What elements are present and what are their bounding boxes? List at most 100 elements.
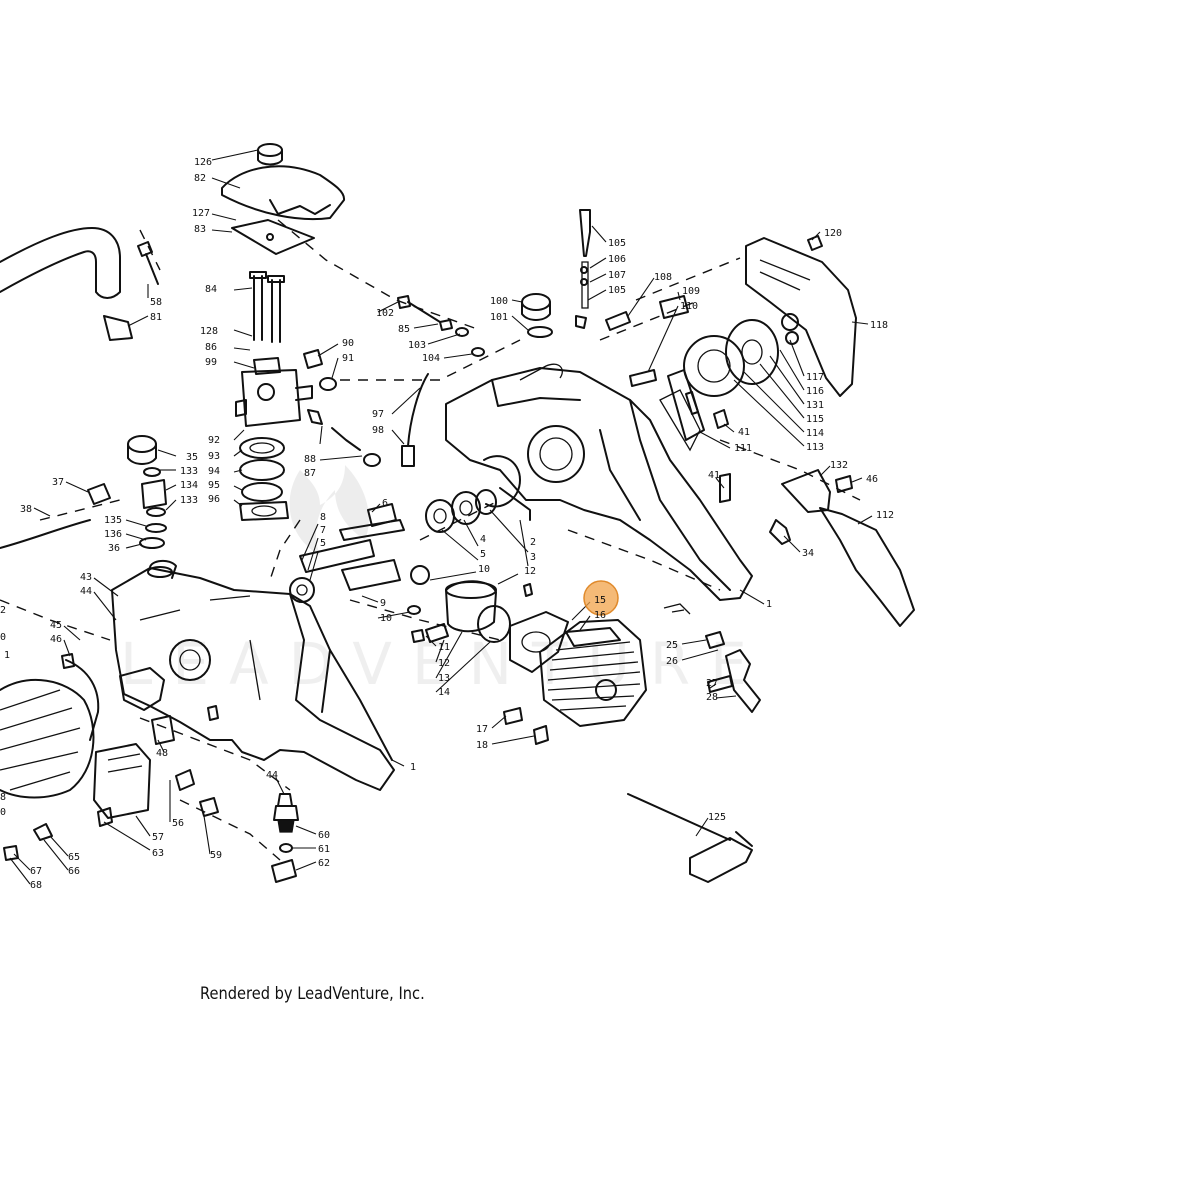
piston <box>407 580 511 643</box>
clutch-assembly <box>683 313 799 397</box>
callout-labels: 126 82 127 83 58 81 84 128 86 99 90 91 9… <box>0 157 894 891</box>
callout-15: 15 <box>594 595 606 606</box>
callout-114: 114 <box>806 428 824 439</box>
callout-48: 48 <box>156 748 168 759</box>
callout-46a: 46 <box>866 474 878 485</box>
guide-bar-parts <box>769 469 915 627</box>
callout-10b: 10 <box>380 613 392 624</box>
callout-0a: 0 <box>0 632 6 643</box>
callout-7: 7 <box>320 525 326 536</box>
callout-16: 16 <box>594 610 606 621</box>
callout-2: 2 <box>530 537 536 548</box>
callout-58: 58 <box>150 297 162 308</box>
chain-brake <box>667 369 705 441</box>
callout-8b: 8 <box>0 792 6 803</box>
callout-60: 60 <box>318 830 330 841</box>
cylinder-gasket <box>509 611 569 673</box>
callout-62: 62 <box>318 858 330 869</box>
callout-59: 59 <box>210 850 222 861</box>
callout-0b: 0 <box>0 807 6 818</box>
callout-27: 27 <box>706 678 718 689</box>
callout-11: 11 <box>438 642 450 653</box>
callout-61: 61 <box>318 844 330 855</box>
callout-63: 63 <box>152 848 164 859</box>
callout-117: 117 <box>806 372 824 383</box>
callout-25: 25 <box>666 640 678 651</box>
callout-105a: 105 <box>608 238 626 249</box>
chain-tensioner-parts <box>0 483 111 549</box>
carburetor <box>235 357 313 427</box>
callout-66: 66 <box>68 866 80 877</box>
callout-57: 57 <box>152 832 164 843</box>
flame-logo-icon <box>289 465 369 555</box>
callout-101: 101 <box>490 312 508 323</box>
callout-18: 18 <box>476 740 488 751</box>
fasteners <box>3 235 853 861</box>
crankshaft <box>289 503 430 603</box>
callout-56: 56 <box>172 818 184 829</box>
credit-text: Rendered by LeadVenture, Inc. <box>200 984 425 1004</box>
callout-135: 135 <box>104 515 122 526</box>
callout-4: 4 <box>480 534 486 545</box>
callout-17: 17 <box>476 724 488 735</box>
callout-98: 98 <box>372 425 384 436</box>
callout-100: 100 <box>490 296 508 307</box>
spark-plug <box>271 793 299 883</box>
callout-132: 132 <box>830 460 848 471</box>
callout-93: 93 <box>208 451 220 462</box>
callout-5a: 5 <box>320 538 326 549</box>
trigger-parts <box>119 667 291 861</box>
callout-14: 14 <box>438 687 450 698</box>
callout-43: 43 <box>80 572 92 583</box>
callout-36: 36 <box>108 543 120 554</box>
scrench-tool <box>627 793 753 883</box>
callout-12a: 12 <box>524 566 536 577</box>
callout-65: 65 <box>68 852 80 863</box>
callout-127: 127 <box>192 208 210 219</box>
callout-38: 38 <box>20 504 32 515</box>
callout-44b: 44 <box>266 770 278 781</box>
assembly-centerlines <box>0 219 861 641</box>
main-bearings <box>425 455 531 533</box>
callout-81: 81 <box>150 312 162 323</box>
adjuster-screw <box>575 209 591 329</box>
callout-96: 96 <box>208 494 220 505</box>
callout-108: 108 <box>654 272 672 283</box>
callout-46b: 46 <box>50 634 62 645</box>
callout-102: 102 <box>376 308 394 319</box>
callout-105b: 105 <box>608 285 626 296</box>
callout-107: 107 <box>608 270 626 281</box>
fuel-cap <box>521 293 553 338</box>
crankcase-left <box>111 560 395 791</box>
callout-82: 82 <box>194 173 206 184</box>
cylinder <box>539 619 647 727</box>
callout-94: 94 <box>208 466 220 477</box>
callout-45: 45 <box>50 620 62 631</box>
callout-116: 116 <box>806 386 824 397</box>
callout-90: 90 <box>342 338 354 349</box>
callout-6: 6 <box>382 498 388 509</box>
callout-28: 28 <box>706 692 718 703</box>
callout-41a: 41 <box>738 427 750 438</box>
crankcase-right <box>445 363 753 601</box>
callout-68: 68 <box>30 880 42 891</box>
callout-136: 136 <box>104 529 122 540</box>
callout-112: 112 <box>876 510 894 521</box>
callout-84: 84 <box>205 284 217 295</box>
callout-95: 95 <box>208 480 220 491</box>
callout-125: 125 <box>708 812 726 823</box>
callout-1c: 1 <box>410 762 416 773</box>
selected-part-highlight[interactable] <box>583 580 619 616</box>
sprocket-cover <box>745 237 857 397</box>
callout-83: 83 <box>194 224 206 235</box>
ignition-module <box>93 743 151 819</box>
flywheel <box>0 659 100 799</box>
callout-99: 99 <box>205 357 217 368</box>
callout-2b: 2 <box>0 605 6 616</box>
callout-41b: 41 <box>708 470 720 481</box>
callout-34: 34 <box>802 548 814 559</box>
callout-88: 88 <box>304 454 316 465</box>
callout-103: 103 <box>408 340 426 351</box>
callout-133b: 133 <box>180 495 198 506</box>
